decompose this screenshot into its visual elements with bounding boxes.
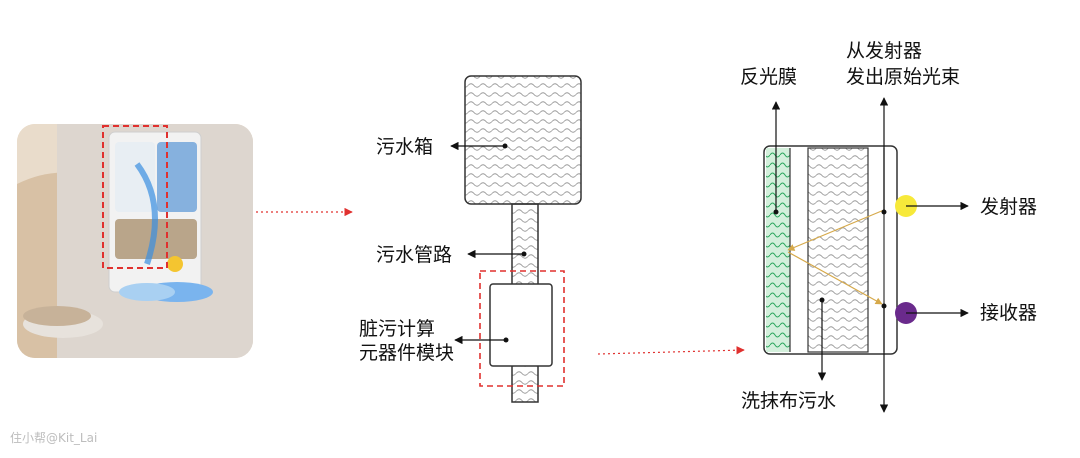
label-beam-line2: 发出原始光束 xyxy=(846,66,961,88)
beam-emitted xyxy=(787,209,885,251)
calc-module-highlight xyxy=(479,270,565,387)
label-dirty-pipe: 污水管路 xyxy=(376,244,453,266)
label-calc-line1: 脏污计算 xyxy=(359,318,436,340)
calc-module xyxy=(489,283,553,367)
label-dirty-tank: 污水箱 xyxy=(376,136,434,158)
label-calc-line2: 元器件模块 xyxy=(359,342,455,364)
mop-water-layer xyxy=(807,147,869,353)
label-emitter: 发射器 xyxy=(980,196,1038,218)
label-beam-line1: 从发射器 xyxy=(846,40,923,62)
dirty-water-tank xyxy=(464,75,582,205)
label-reflective-film: 反光膜 xyxy=(740,66,798,88)
reflective-film-pattern xyxy=(766,148,790,352)
beam-reflected xyxy=(787,251,883,305)
label-mop-water: 洗抹布污水 xyxy=(741,390,837,412)
watermark: 住小帮@Kit_Lai xyxy=(10,431,98,445)
product-photo xyxy=(17,124,253,358)
label-receiver: 接收器 xyxy=(980,302,1038,324)
product-illustration xyxy=(17,124,253,358)
connector-module-to-sensor xyxy=(597,346,745,355)
